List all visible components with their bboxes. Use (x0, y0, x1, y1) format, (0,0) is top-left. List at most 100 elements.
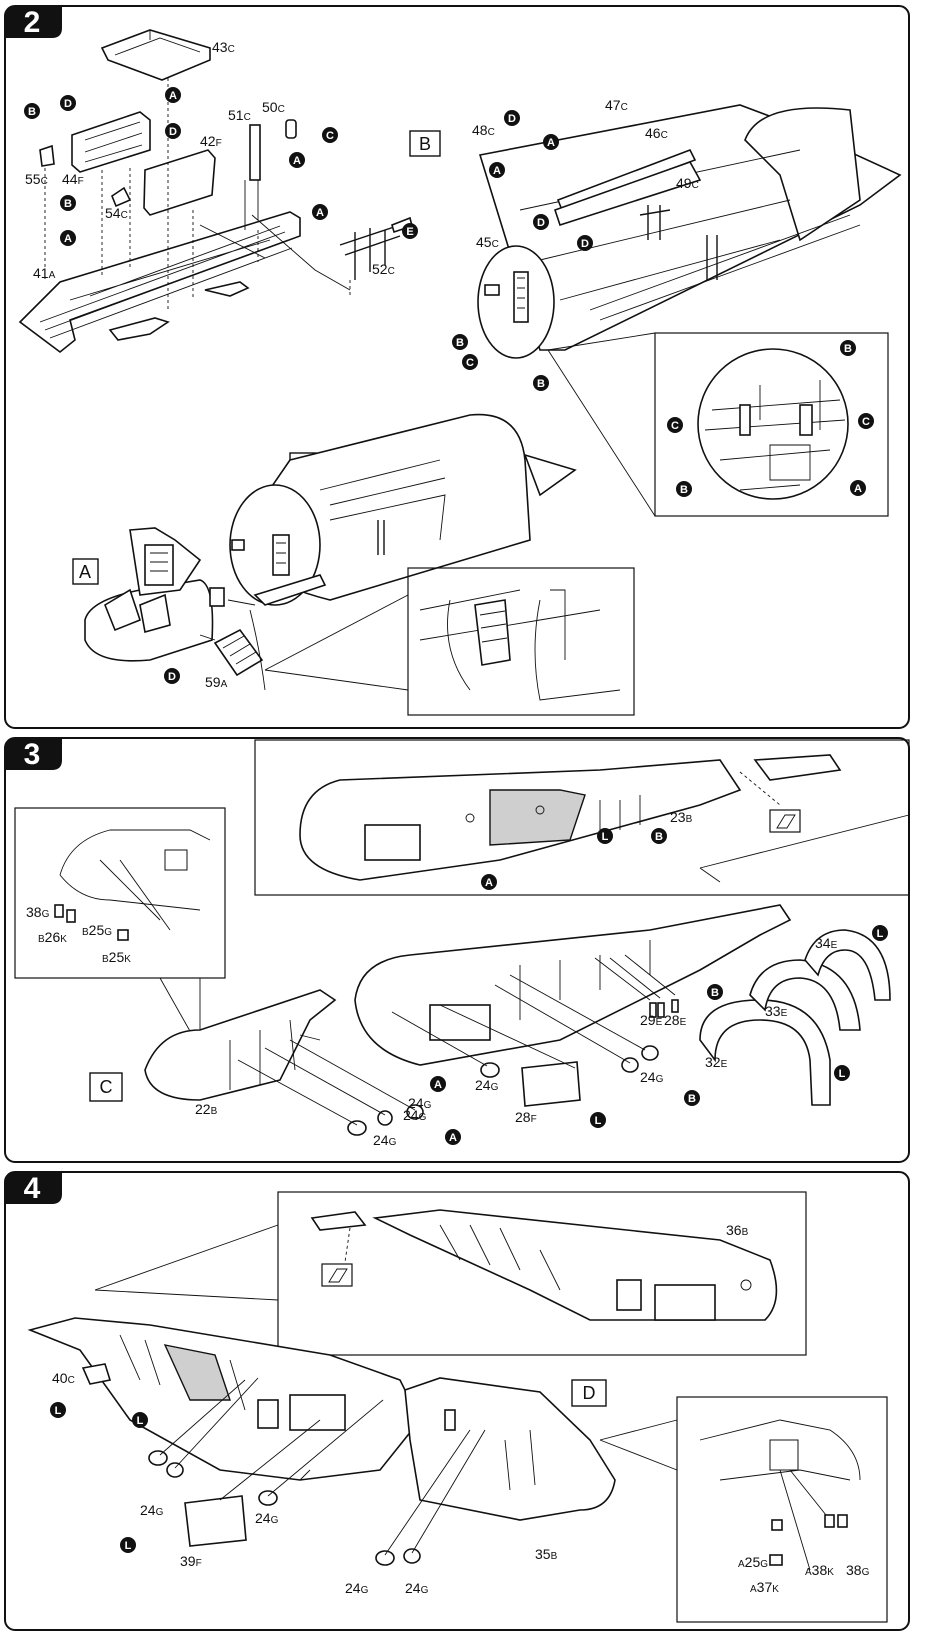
svg-text:C: C (862, 416, 870, 428)
view-box-C (89, 1072, 123, 1102)
detail-inset-frame (654, 332, 889, 517)
paint-icon-4 (321, 1263, 353, 1287)
svg-text:B: B (655, 831, 663, 843)
part-label-step3-6: 28F (515, 1109, 537, 1125)
part-label-step4-4: 39F (180, 1553, 202, 1569)
part-label-step3-1: 34E (815, 935, 838, 951)
part-label-step4-5: 35B (535, 1546, 558, 1562)
post-51-drawing (244, 124, 261, 230)
callout-l-36: L (120, 1537, 136, 1553)
svg-text:B: B (844, 343, 852, 355)
callout-d-13: D (533, 214, 549, 230)
svg-text:A: A (434, 1079, 442, 1091)
part-label-step2-7: 41A (33, 265, 56, 281)
svg-text:A: A (854, 483, 862, 495)
part-label-step3-9: 24G (408, 1095, 432, 1111)
step-4-panel (4, 1171, 910, 1631)
part-label-step4-7: 24G (405, 1580, 429, 1596)
svg-text:D: D (64, 98, 72, 110)
callout-d-23: D (164, 668, 180, 684)
part-label-step3-10: 24G (373, 1132, 397, 1148)
vent-part-4-drawing (310, 1211, 367, 1231)
view-box-B-top-label: B (419, 134, 431, 154)
svg-text:D: D (169, 126, 177, 138)
part-label-step3-8: 24G (640, 1069, 664, 1085)
part-label-step4-1: 40C (52, 1370, 75, 1386)
callout-a-11: A (543, 134, 559, 150)
callout-d-10: D (504, 110, 520, 126)
part-label-step3-14: B26K (38, 929, 67, 945)
part-label-step3-0: 23B (670, 809, 693, 825)
callout-l-31: L (834, 1065, 850, 1081)
part-label-step2-13: 45C (476, 234, 499, 250)
svg-text:A: A (493, 165, 501, 177)
callout-b-29: B (684, 1090, 700, 1106)
part-55-drawing (39, 144, 55, 167)
svg-text:L: L (125, 1540, 132, 1552)
part-label-step3-7: 24G (475, 1077, 499, 1093)
callout-l-27: L (872, 925, 888, 941)
svg-text:B: B (28, 106, 36, 118)
callout-a-0: A (165, 87, 181, 103)
svg-text:D: D (581, 238, 589, 250)
ladder-drawing (213, 628, 264, 677)
part-label-step2-11: 46C (645, 125, 668, 141)
part-label-step2-12: 49C (676, 175, 699, 191)
svg-text:D: D (168, 671, 176, 683)
panel-39-drawing (184, 1495, 247, 1547)
part-label-step2-3: 42F (200, 133, 222, 149)
callout-e-9: E (402, 223, 418, 239)
part-label-step2-2: 51C (228, 107, 251, 123)
view-box-B-top (409, 130, 441, 157)
svg-text:C: C (326, 130, 334, 142)
part-label-step4-9: A38K (805, 1562, 834, 1578)
part-label-step2-4: 55C (25, 171, 48, 187)
detail-C-drawing (54, 829, 211, 941)
fuselage-half-36-drawing (372, 1209, 778, 1321)
svg-text:L: L (602, 831, 609, 843)
part-label-step4-11: A37K (750, 1579, 779, 1595)
fuselage-half-left-drawing (27, 1317, 421, 1481)
callout-a-12: A (489, 162, 505, 178)
vent-part-drawing (753, 754, 842, 781)
svg-text:B: B (456, 337, 464, 349)
callout-b-15: B (452, 334, 468, 350)
fuselage-half-23-drawing (299, 759, 742, 881)
part-label-step3-15: B25G (82, 922, 112, 938)
part-label-step2-5: 44F (62, 171, 84, 187)
step-3-detail-inset (14, 807, 226, 979)
callout-c-20: C (858, 413, 874, 429)
part-label-step3-11: 24G (403, 1107, 427, 1123)
part-label-step4-3: 24G (255, 1510, 279, 1526)
svg-text:C: C (671, 420, 679, 432)
svg-text:L: L (137, 1415, 144, 1427)
callout-a-22: A (850, 480, 866, 496)
part-label-step3-3: 32E (705, 1054, 728, 1070)
svg-text:A: A (64, 233, 72, 245)
callout-l-34: L (50, 1402, 66, 1418)
step-2-badge: 2 (5, 6, 62, 39)
callout-c-16: C (462, 354, 478, 370)
svg-text:L: L (55, 1405, 62, 1417)
detail-inset-drawing (697, 348, 849, 500)
svg-text:B: B (680, 484, 688, 496)
part-label-step4-2: 24G (140, 1502, 164, 1518)
floor-part-drawing (18, 211, 301, 354)
svg-text:A: A (169, 90, 177, 102)
fuselage-assembly-drawing (229, 413, 577, 606)
part-label-step2-9: 48C (472, 122, 495, 138)
step-4-badge: 4 (5, 1172, 62, 1205)
view-box-D (571, 1379, 607, 1407)
part-label-step4-8: A25G (738, 1554, 768, 1570)
step-2-number: 2 (24, 6, 41, 39)
fuselage-half-main-drawing (354, 904, 792, 1066)
ladder-inset-drawing (419, 589, 621, 701)
svg-text:C: C (466, 357, 474, 369)
callout-l-30: L (590, 1112, 606, 1128)
step-3-top-inset (254, 739, 910, 896)
fuselage-interior-drawing (477, 104, 902, 359)
part-label-step2-10: 47C (605, 97, 628, 113)
callout-b-2: B (24, 103, 40, 119)
callout-b-6: B (60, 195, 76, 211)
